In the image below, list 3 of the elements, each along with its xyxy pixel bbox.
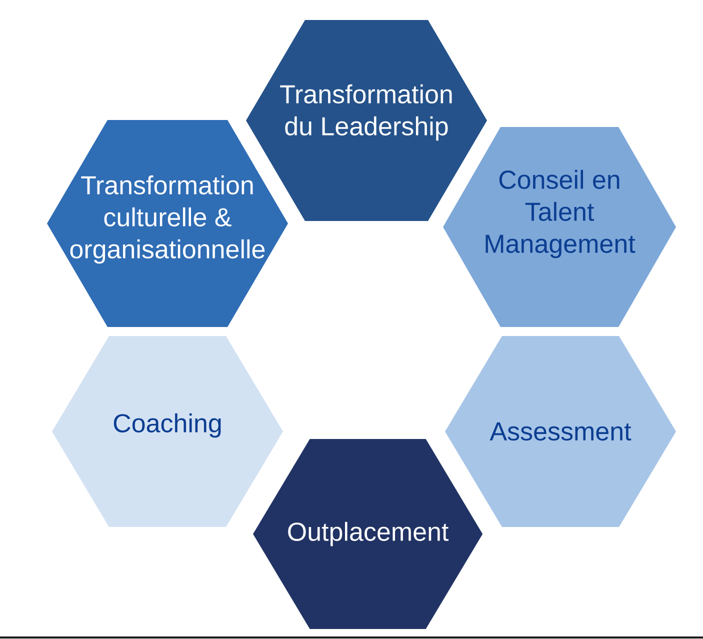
hexagon: Coaching <box>52 336 283 527</box>
hexagon: Assessment <box>445 336 676 527</box>
hexagon: Outplacement <box>253 439 483 629</box>
